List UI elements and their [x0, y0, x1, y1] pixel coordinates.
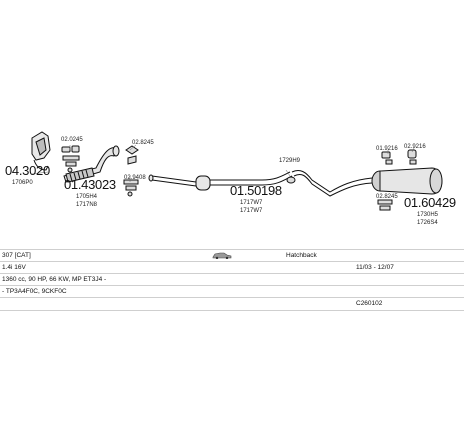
specs-row-catalog: C260102 [0, 297, 464, 311]
part-code-label: 01.43023 [64, 177, 116, 192]
engine-codes: - TP3A4F0C, 9CKF0C [2, 288, 67, 295]
middle-section [148, 171, 293, 191]
front-pipe [63, 145, 120, 183]
catalog-number: C260102 [356, 300, 383, 307]
part-ref-label: 1705H4 [76, 194, 98, 200]
rear-silencer [371, 167, 443, 195]
rear-pipe [291, 169, 373, 197]
engine-type: 1.4i 16V [2, 264, 26, 271]
part-code-label: 01.60429 [404, 195, 456, 210]
part-code-label: 02.8245 [132, 140, 154, 146]
part-code-label: 04.3020 [5, 163, 50, 178]
part-code-label: 01.50198 [230, 183, 282, 198]
part-ref-label: 1730H5 [417, 212, 439, 218]
specs-row-codes: - TP3A4F0C, 9CKF0C [0, 285, 464, 298]
rear-hardware [377, 149, 417, 211]
vehicle-model: 307 [CAT] [2, 252, 31, 259]
part-ref-label: 1726S4 [417, 220, 438, 226]
part-ref-label: 1717N8 [76, 202, 98, 208]
leader-lines [31, 144, 415, 182]
exhaust-drawing [31, 131, 443, 211]
part-code-label: 02.9216 [404, 144, 426, 150]
catalytic-converter [31, 131, 51, 171]
part-ref-label: 1706P0 [12, 180, 33, 186]
hanger-rubber [286, 176, 296, 184]
part-ref-label: 1717W7 [240, 208, 263, 214]
part-code-label: 1729H9 [279, 158, 301, 164]
specs-row-power: 1360 cc, 90 HP, 66 KW, MP ET3J4 - [0, 273, 464, 286]
specs-row-engine: 1.4i 16V 11/03 - 12/07 [0, 261, 464, 274]
part-ref-label: 1717W7 [240, 200, 263, 206]
body-type: Hatchback [286, 252, 317, 259]
specs-row-model: 307 [CAT] Hatchback [0, 249, 464, 262]
part-code-label: 02.9408 [124, 175, 146, 181]
front-gasket-group [61, 145, 80, 173]
car-silhouette-icon [212, 251, 232, 261]
production-years: 11/03 - 12/07 [356, 264, 394, 271]
engine-power: 1360 cc, 90 HP, 66 KW, MP ET3J4 - [2, 276, 107, 283]
part-code-label: 01.9216 [376, 146, 398, 152]
hanger-group-1 [123, 145, 139, 197]
part-code-label: 02.0245 [61, 137, 83, 143]
exhaust-system-diagram: 04.3020 1706P0 02.0245 01.43023 1705H4 1… [5, 131, 456, 226]
part-code-label: 02.8245 [376, 194, 398, 200]
